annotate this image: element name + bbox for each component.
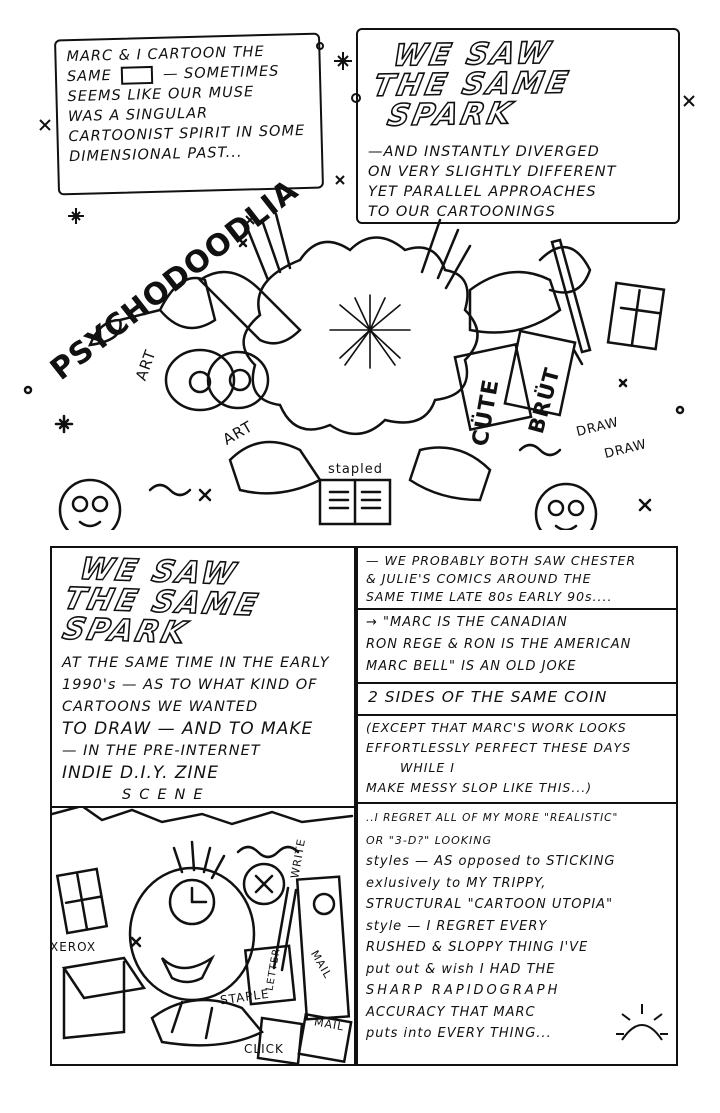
regret-line-1: ..I REGRET ALL OF MY MORE "REALISTIC" xyxy=(366,812,619,824)
joke-line-1: → "MARC IS THE CANADIAN xyxy=(366,615,568,630)
spark-body-bottom-5: — IN THE PRE-INTERNET xyxy=(62,743,261,759)
mailbox-icon xyxy=(295,875,351,1021)
leg-left-icon xyxy=(228,440,322,495)
spark-title-bottom: WE SAW THE SAME SPARK xyxy=(58,551,270,652)
divider-3 xyxy=(358,714,676,716)
regret-line-3: styles — AS opposed to STICKING xyxy=(366,854,616,869)
spark-body-bottom-1: AT THE SAME TIME IN THE EARLY xyxy=(62,655,330,671)
sun-doodle-icon xyxy=(616,1004,668,1041)
chester-line-1: — WE PROBABLY BOTH SAW CHESTER xyxy=(366,553,637,568)
except-line-3: WHILE I xyxy=(400,760,455,775)
right-arm-icon xyxy=(468,270,562,334)
divider-1 xyxy=(358,608,676,610)
pencil-icon xyxy=(272,886,298,972)
stapled-label: stapled xyxy=(328,462,383,477)
regret-line-10: ACCURACY THAT MARC xyxy=(366,1004,536,1020)
except-line-2: EFFORTLESSLY PERFECT THESE DAYS xyxy=(366,740,632,755)
chester-block: — WE PROBABLY BOTH SAW CHESTER & JULIE'S… xyxy=(366,552,636,606)
regret-line-4: exlusively to MY TRIPPY, xyxy=(366,875,547,891)
letter-card-icon xyxy=(243,944,297,1006)
brut-tag-icon xyxy=(503,329,577,417)
xerox-label: XEROX xyxy=(50,940,97,954)
except-line-1: (EXCEPT THAT MARC'S WORK LOOKS xyxy=(366,720,627,735)
divider-2 xyxy=(358,682,676,684)
regret-line-7: RUSHED & SLOPPY THING I'VE xyxy=(366,940,589,955)
spark-body-bottom-4: TO DRAW — AND TO MAKE xyxy=(62,719,314,739)
coin-line: 2 SIDES OF THE SAME COIN xyxy=(368,688,608,706)
paintbrush-icon xyxy=(88,308,162,347)
bottom-left-illustration-box: XEROX WRITE LETTER MAIL MAIL STAPLE CLIC… xyxy=(50,808,356,1066)
xerox-machine-icon xyxy=(61,956,147,1040)
leg-right-icon xyxy=(408,446,492,502)
spark-body-bottom-6: INDIE D.I.Y. ZINE xyxy=(62,763,220,783)
regret-line-11: puts into EVERY THING... xyxy=(366,1026,552,1041)
regret-block: ..I REGRET ALL OF MY MORE "REALISTIC" OR… xyxy=(366,808,618,1045)
spark-body-top-2: ON VERY SLIGHTLY DIFFERENT xyxy=(368,164,617,180)
regret-line-8: put out & wish I HAD THE xyxy=(366,961,556,977)
joke-line-3: MARC BELL" IS AN OLD JOKE xyxy=(366,659,577,674)
spark-caption-box-top: WE SAW THE SAME SPARK —AND INSTANTLY DIV… xyxy=(356,28,680,224)
chester-line-3: SAME TIME LATE 80s EARLY 90s.... xyxy=(366,589,613,604)
cute-tag-icon xyxy=(453,342,533,432)
spark-body-top-4: TO OUR CARTOONINGS xyxy=(368,204,556,220)
regret-line-9: SHARP RAPIDOGRAPH xyxy=(366,983,561,998)
regret-line-2: OR "3-D?" LOOKING xyxy=(366,833,493,847)
divider-4 xyxy=(358,802,676,804)
spark-body-top: —AND INSTANTLY DIVERGED ON VERY SLIGHTLY… xyxy=(368,142,616,222)
splash-illustration xyxy=(23,212,685,530)
joke-line-2: RON REGE & RON IS THE AMERICAN xyxy=(366,637,632,652)
regret-line-5: STRUCTURAL "CARTOON UTOPIA" xyxy=(366,897,614,912)
except-block: (EXCEPT THAT MARC'S WORK LOOKS EFFORTLES… xyxy=(366,718,631,798)
pen-icon xyxy=(550,238,592,366)
small-face-right-icon xyxy=(534,482,598,530)
clock-icon xyxy=(242,862,286,906)
click-label: CLICK xyxy=(244,1042,284,1056)
envelope-icon xyxy=(297,1012,353,1064)
spark-body-top-1: —AND INSTANTLY DIVERGED xyxy=(368,144,600,160)
regret-line-6: style — I REGRET EVERY xyxy=(366,918,548,934)
chester-line-2: & JULIE'S COMICS AROUND THE xyxy=(366,571,592,586)
spark-body-bottom-2: 1990's — AS TO WHAT KIND OF xyxy=(62,677,318,693)
except-line-4: MAKE MESSY SLOP LIKE THIS...) xyxy=(366,780,593,795)
right-column-box: — WE PROBABLY BOTH SAW CHESTER & JULIE'S… xyxy=(356,546,678,1066)
spark-body-bottom-7: SCENE xyxy=(122,787,211,803)
left-arm-icon xyxy=(198,270,302,345)
joke-block: → "MARC IS THE CANADIAN RON REGE & RON I… xyxy=(366,612,631,678)
sparkle-decorations-icon xyxy=(39,42,695,225)
spark-body-top-3: YET PARALLEL APPROACHES xyxy=(368,184,597,200)
spark-caption-box-bottom: WE SAW THE SAME SPARK AT THE SAME TIME I… xyxy=(50,546,356,808)
burst-rays-icon xyxy=(329,294,411,369)
zine-maker-illustration xyxy=(52,808,354,1066)
explosion-cloud-icon xyxy=(242,236,479,436)
small-face-left-icon xyxy=(58,478,122,530)
spark-body-bottom-3: CARTOONS WE WANTED xyxy=(62,699,259,715)
spark-body-bottom: AT THE SAME TIME IN THE EARLY 1990's — A… xyxy=(62,652,330,806)
